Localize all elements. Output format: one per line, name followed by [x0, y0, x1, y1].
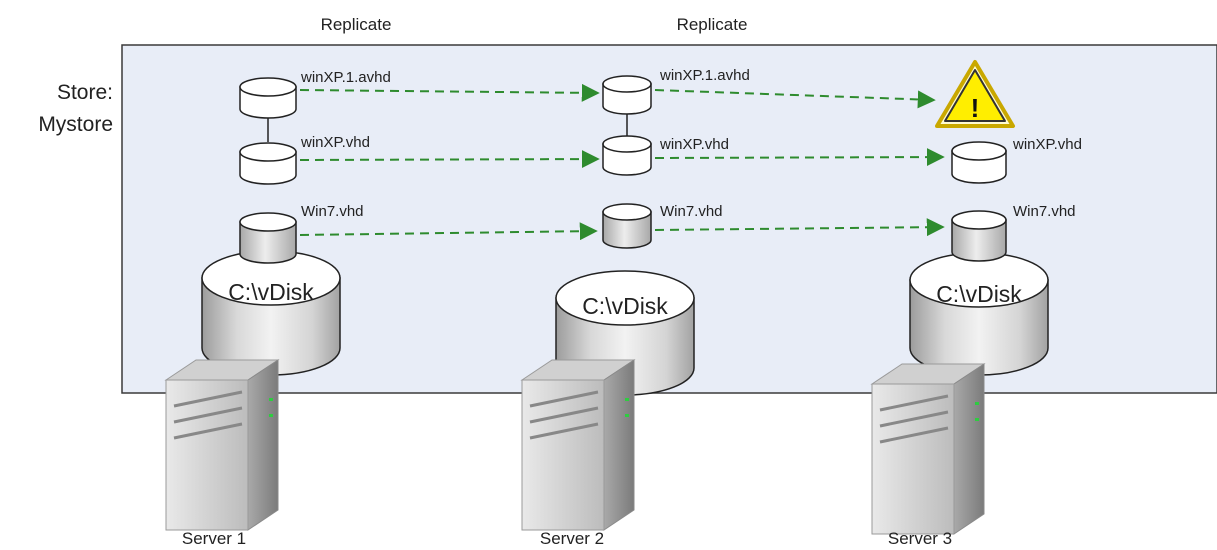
winxp-disk-3 — [951, 141, 1007, 184]
warning-mark: ! — [971, 93, 980, 123]
win7-disk-2 — [602, 203, 652, 249]
winxp-disk-1 — [239, 142, 297, 185]
winxp-disk-2 — [602, 135, 652, 176]
replicate-label-2: Replicate — [677, 15, 748, 34]
server-1-label: Server 1 — [182, 529, 246, 548]
win7-label-1: Win7.vhd — [301, 203, 364, 220]
warning-triangle-icon: ! — [935, 60, 1015, 128]
arrow-win7-2-3 — [654, 218, 945, 237]
avhd-label-2: winXP.1.avhd — [659, 67, 750, 84]
server-3 — [870, 363, 986, 535]
server-1-column: C:\vDisk Win7.vhd winXP.1.avhd winXP.vhd — [201, 69, 391, 376]
win7-disk-3 — [951, 210, 1007, 262]
server-tower-icon — [520, 359, 636, 531]
win7-disk-1 — [239, 212, 297, 264]
arrow-winxp-2-3 — [654, 148, 945, 167]
win7-label-3: Win7.vhd — [1013, 203, 1076, 220]
winxp-label-2: winXP.vhd — [659, 136, 729, 153]
avhd-disk-2 — [602, 75, 652, 115]
vdisk-1-label: C:\vDisk — [228, 279, 314, 305]
vdisk-3-label: C:\vDisk — [936, 281, 1022, 307]
server-3-label: Server 3 — [888, 529, 952, 548]
arrow-win7-1-2 — [299, 222, 598, 241]
win7-label-2: Win7.vhd — [660, 203, 723, 220]
server-2-label: Server 2 — [540, 529, 604, 548]
avhd-disk-1 — [239, 77, 297, 119]
replication-arrows — [299, 83, 945, 241]
arrow-winxp-1-2 — [299, 150, 600, 169]
store-label: Store: — [57, 81, 113, 104]
server-tower-icon — [164, 359, 280, 531]
server-tower-icon — [870, 363, 986, 535]
arrow-avhd-1-2 — [299, 83, 600, 102]
vdisk-1: C:\vDisk — [201, 250, 341, 376]
winxp-label-1: winXP.vhd — [300, 134, 370, 151]
arrow-avhd-2-3 — [654, 89, 936, 109]
server-1 — [164, 359, 280, 531]
vdisk-3: C:\vDisk — [909, 252, 1049, 376]
replicate-label-1: Replicate — [321, 15, 392, 34]
avhd-label-1: winXP.1.avhd — [300, 69, 391, 86]
vdisk-2-label: C:\vDisk — [582, 293, 668, 319]
winxp-label-3: winXP.vhd — [1012, 136, 1082, 153]
server-3-column: C:\vDisk Win7.vhd winXP.vhd ! — [909, 60, 1082, 376]
server-2 — [520, 359, 636, 531]
store-name: Mystore — [38, 113, 113, 136]
